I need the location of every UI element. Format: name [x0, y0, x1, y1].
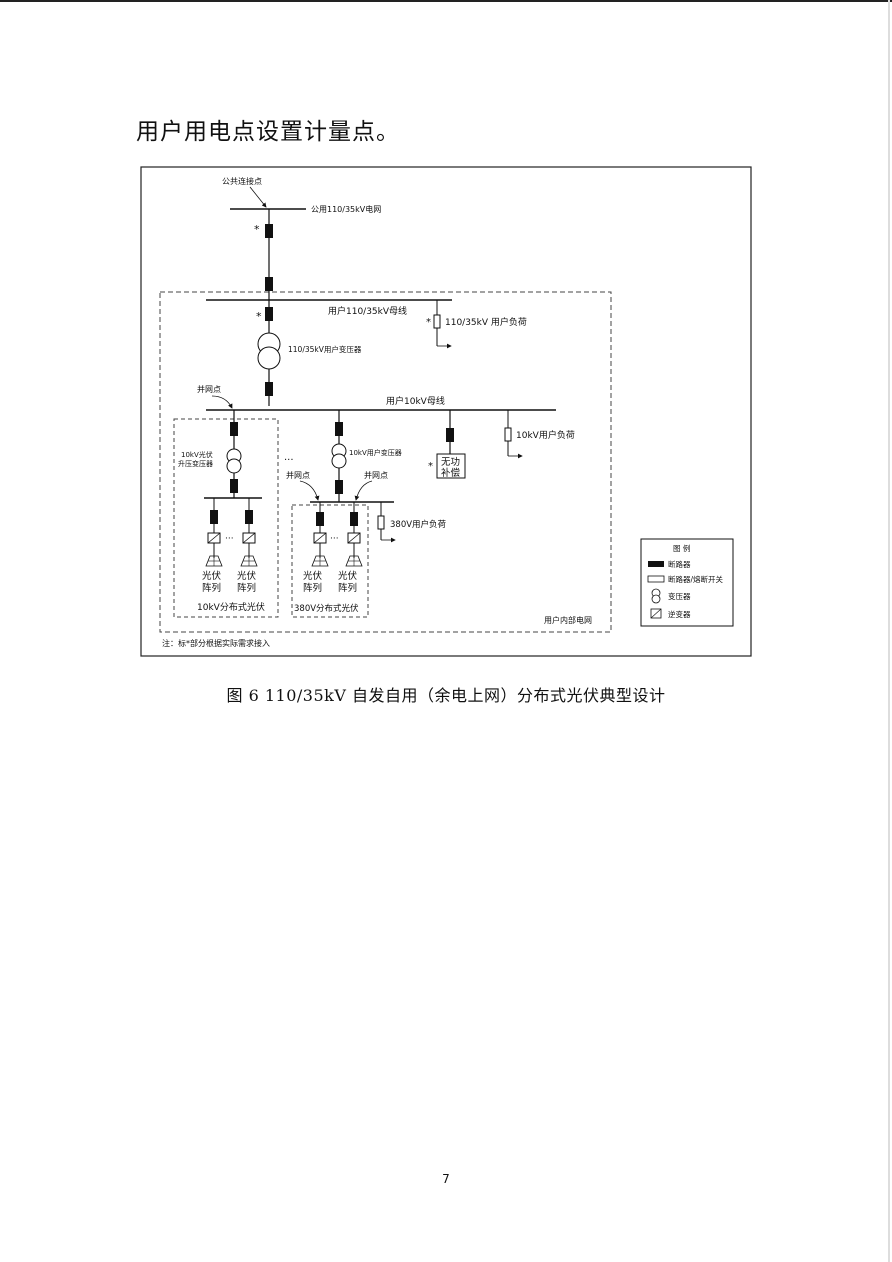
grid-point-arrow-2 [299, 480, 320, 501]
distributed-pv-10kv-label: 10kV分布式光伏 [197, 601, 265, 613]
breaker-symbol [265, 224, 273, 238]
public-grid-label: 公用110/35kV电网 [311, 204, 381, 214]
pv-step-up-transformer-label-1: 10kV光伏 [181, 450, 213, 459]
hv-user-transformer-label: 110/35kV用户变压器 [288, 344, 362, 354]
breaker-symbol [350, 512, 358, 526]
page-number: 7 [442, 1172, 450, 1186]
breaker-symbol [335, 480, 343, 494]
legend-breaker-label: 断路器 [668, 559, 691, 569]
pcc-arrow [249, 186, 267, 208]
reactive-comp-label-1: 无功 [441, 457, 460, 468]
breaker-symbol [230, 422, 238, 436]
top-border [0, 0, 892, 2]
pv-array-symbol [240, 555, 258, 567]
figure-caption: 图 6 110/35kV 自发自用（余电上网）分布式光伏典型设计 [226, 686, 666, 705]
isolator-symbol [504, 427, 512, 442]
breaker-symbol [245, 510, 253, 524]
distributed-pv-380v-label: 380V分布式光伏 [294, 603, 359, 614]
grid-point-arrow-1 [211, 395, 233, 409]
pv-array-symbol [345, 555, 363, 567]
pv-array-symbol [205, 555, 223, 567]
user-hv-bus-label: 用户110/35kV母线 [328, 305, 407, 317]
legend-transformer-symbol [651, 594, 661, 604]
breaker-symbol [446, 428, 454, 442]
reactive-compensation-box [436, 453, 466, 479]
right-border [888, 0, 890, 1262]
pv-array-label: 阵列 [303, 582, 322, 594]
pv-10kv-boundary [173, 418, 279, 618]
inverter-symbol [207, 532, 221, 544]
transformer-symbol [257, 346, 281, 370]
breaker-symbol [210, 510, 218, 524]
ellipsis-3: ··· [330, 534, 339, 544]
legend-isolator-symbol [647, 575, 665, 583]
user-10kv-bus-label: 用户10kV母线 [386, 395, 445, 407]
breaker-symbol [230, 479, 238, 493]
pv-array-label: 阵列 [202, 582, 221, 594]
grid-point-label-2: 并网点 [286, 470, 310, 480]
pv-array-label: 阵列 [237, 582, 256, 594]
isolator-symbol [433, 314, 441, 329]
breaker-symbol [265, 307, 273, 321]
inverter-symbol [313, 532, 327, 544]
reactive-comp-label-2: 补偿 [441, 467, 461, 479]
grid-point-arrow-3 [354, 480, 373, 501]
breaker-symbol [265, 382, 273, 396]
legend-inverter-symbol [650, 608, 662, 619]
asterisk-3: * [256, 310, 262, 323]
pv-array-label: 光伏 [303, 570, 323, 582]
legend-isolator-label: 断路器/熔断开关 [668, 574, 724, 584]
legend-breaker-symbol [648, 561, 664, 567]
figure-frame [140, 166, 752, 657]
grid-point-label-1: 并网点 [197, 384, 221, 394]
breaker-symbol [316, 512, 324, 526]
ellipsis-1: ··· [225, 534, 234, 544]
internal-grid-label: 用户内部电网 [544, 615, 592, 625]
breaker-symbol [265, 277, 273, 291]
pv-array-label: 光伏 [202, 570, 222, 582]
legend-title: 图 例 [673, 543, 690, 553]
pv-array-label: 阵列 [338, 582, 357, 594]
pv-array-label: 光伏 [338, 570, 358, 582]
pv-step-up-transformer-label-2: 升压变压器 [178, 459, 213, 468]
user-10kv-transformer-label: 10kV用户变压器 [349, 448, 402, 457]
breaker-symbol [335, 422, 343, 436]
asterisk-1: * [254, 223, 260, 236]
legend-inverter-label: 逆变器 [668, 609, 691, 619]
asterisk-2: * [426, 317, 431, 328]
pv-array-label: 光伏 [237, 570, 257, 582]
pv-380v-boundary [291, 504, 369, 618]
grid-point-label-3: 并网点 [364, 470, 388, 480]
user-380v-load-label: 380V用户负荷 [390, 519, 447, 530]
asterisk-4: * [428, 461, 433, 472]
transformer-symbol [226, 458, 242, 474]
public-connection-point-label: 公共连接点 [222, 176, 262, 186]
user-10kv-load-label: 10kV用户负荷 [516, 429, 575, 441]
hv-user-load-label: 110/35kV 用户负荷 [445, 316, 527, 328]
isolator-symbol [377, 515, 385, 530]
transformer-symbol [331, 453, 347, 469]
legend-transformer-label: 变压器 [668, 591, 691, 601]
inverter-symbol [242, 532, 256, 544]
inverter-symbol [347, 532, 361, 544]
pv-array-symbol [311, 555, 329, 567]
ellipsis-2: ··· [284, 455, 294, 466]
figure-note: 注：标*部分根据实际需求接入 [162, 638, 270, 648]
internal-grid-boundary [159, 291, 612, 633]
intro-text: 用户用电点设置计量点。 [136, 119, 400, 145]
